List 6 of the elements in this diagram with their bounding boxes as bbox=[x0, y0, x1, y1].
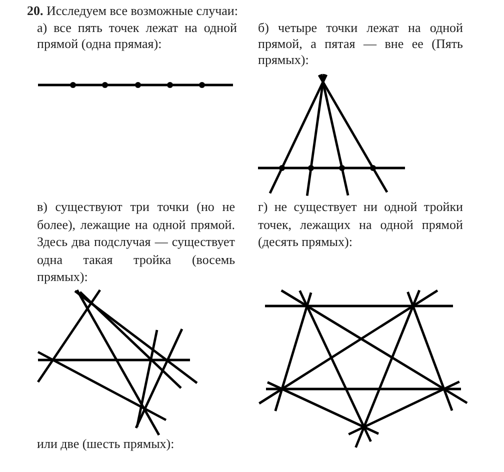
problem-heading: 20. Исследуем все возможные случаи: bbox=[27, 3, 239, 19]
case-text: или две (шесть прямых): bbox=[37, 436, 176, 452]
case-text: б) четыре точки лежат на одной прямой, а пятая — вне ее (Пять прямых): bbox=[258, 20, 463, 68]
case-text: а) все пять точек лежат на одной прямой (одна прямая): bbox=[37, 20, 237, 52]
case-text: в) существуют три точки (но не более), лежащие на одной прямой. Здесь два подслучая — существует одна такая тройка (восемь прямых): bbox=[37, 198, 235, 286]
case-text: г) не существует ни одной тройки точек, лежащих на одной прямой (десять прямых): bbox=[258, 198, 463, 250]
